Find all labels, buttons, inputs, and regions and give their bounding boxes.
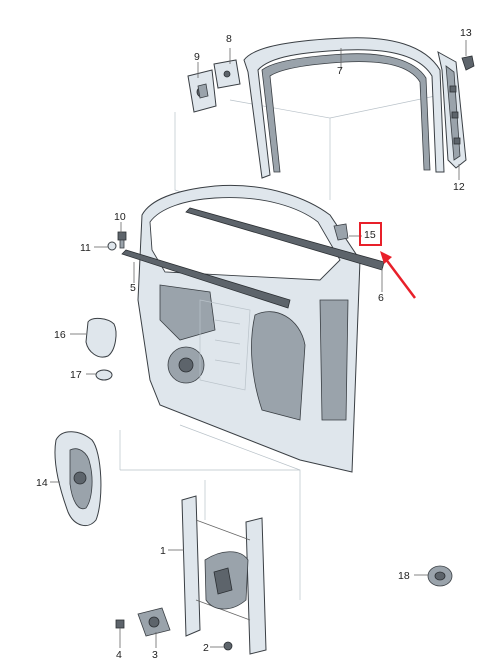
- label-7: 7: [337, 65, 343, 77]
- label-18: 18: [398, 570, 410, 582]
- label-14: 14: [36, 477, 48, 489]
- label-6: 6: [378, 292, 384, 304]
- part-1-window-regulator[interactable]: [181, 495, 267, 655]
- label-15: 15: [364, 229, 376, 241]
- part-14-trim-cover[interactable]: [54, 431, 102, 527]
- part-labels: 1 2 3 4 5 6 7 8 9 10 11 12 13 14 15 16 1…: [36, 27, 472, 661]
- part-15-cap[interactable]: [333, 223, 349, 241]
- part-5-belt-strip[interactable]: [121, 249, 291, 309]
- highlight-box: [359, 222, 382, 246]
- leader-lines: [50, 40, 467, 648]
- label-4: 4: [116, 649, 122, 661]
- part-4-screw[interactable]: [115, 619, 125, 629]
- projection-lines: [119, 94, 441, 600]
- part-17-plug[interactable]: [95, 369, 113, 381]
- label-11: 11: [80, 242, 91, 254]
- part-10-screw[interactable]: [117, 231, 127, 249]
- label-17: 17: [70, 369, 82, 381]
- part-13-clip[interactable]: [461, 55, 475, 71]
- label-12: 12: [453, 181, 465, 193]
- part-11-nut[interactable]: [107, 241, 117, 251]
- door-shell[interactable]: [137, 184, 361, 473]
- part-2-nut[interactable]: [223, 641, 233, 651]
- highlight-arrow: [380, 251, 416, 299]
- part-3-motor[interactable]: [137, 607, 171, 637]
- part-7-window-channel[interactable]: [243, 37, 445, 179]
- label-1: 1: [160, 545, 166, 557]
- label-2: 2: [203, 642, 209, 654]
- part-18-grommet[interactable]: [427, 565, 453, 587]
- part-16-cover[interactable]: [85, 317, 117, 358]
- label-3: 3: [152, 649, 158, 661]
- label-5: 5: [130, 282, 136, 294]
- label-16: 16: [54, 329, 66, 341]
- label-13: 13: [460, 27, 472, 39]
- part-12-window-guide[interactable]: [437, 51, 467, 169]
- label-8: 8: [226, 33, 232, 45]
- part-9-mirror-mount[interactable]: [187, 69, 217, 113]
- part-8-bracket[interactable]: [213, 59, 241, 89]
- label-10: 10: [114, 211, 126, 223]
- label-9: 9: [194, 51, 200, 63]
